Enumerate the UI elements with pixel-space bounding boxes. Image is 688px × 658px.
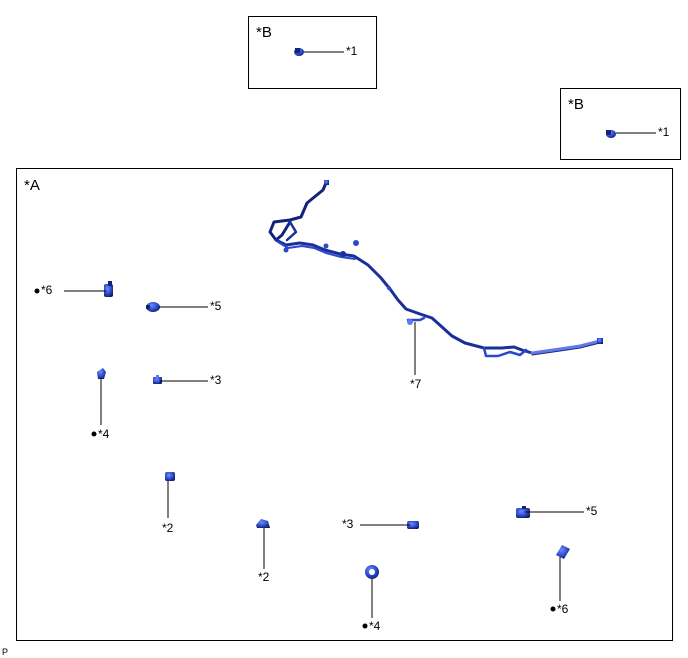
connector-icon [606,130,616,138]
wire-harness-icon [268,180,603,358]
callout-2: *2 [162,521,174,535]
clamp-icon [407,521,419,529]
callout-3: *3 [342,517,354,531]
callout-1: *1 [346,44,358,58]
callout-4: *4 [98,427,110,441]
callout-2: *2 [258,570,270,584]
callout-6: *6 [41,283,53,297]
view-b-label: *B [256,24,272,41]
connector-icon [294,48,304,56]
grommet-icon [146,302,160,312]
clip-icon [556,545,570,559]
connector-icon [165,472,175,481]
bullet-dot-icon [91,431,97,437]
callout-4: *4 [369,619,381,633]
clip-icon [104,281,113,297]
view-b-label: *B [568,96,584,113]
callout-6: *6 [557,602,569,616]
view-b-frame-top [248,16,377,89]
bracket-icon [97,368,106,379]
callout-5: *5 [210,299,222,313]
bullet-dot-icon [550,606,556,612]
connector-icon [256,519,270,528]
callout-1: *1 [658,125,670,139]
callout-5: *5 [586,504,598,518]
bullet-dot-icon [34,288,40,294]
ring-clip-icon [365,565,379,579]
callout-7: *7 [410,377,422,391]
view-a-frame [16,168,673,641]
bullet-dot-icon [362,623,368,629]
illustration-code: P [2,647,9,657]
view-a-label: *A [24,177,40,194]
callout-3: *3 [210,373,222,387]
view-b-frame-right [560,88,681,160]
clamp-icon [153,375,162,384]
grommet-icon [516,506,530,518]
